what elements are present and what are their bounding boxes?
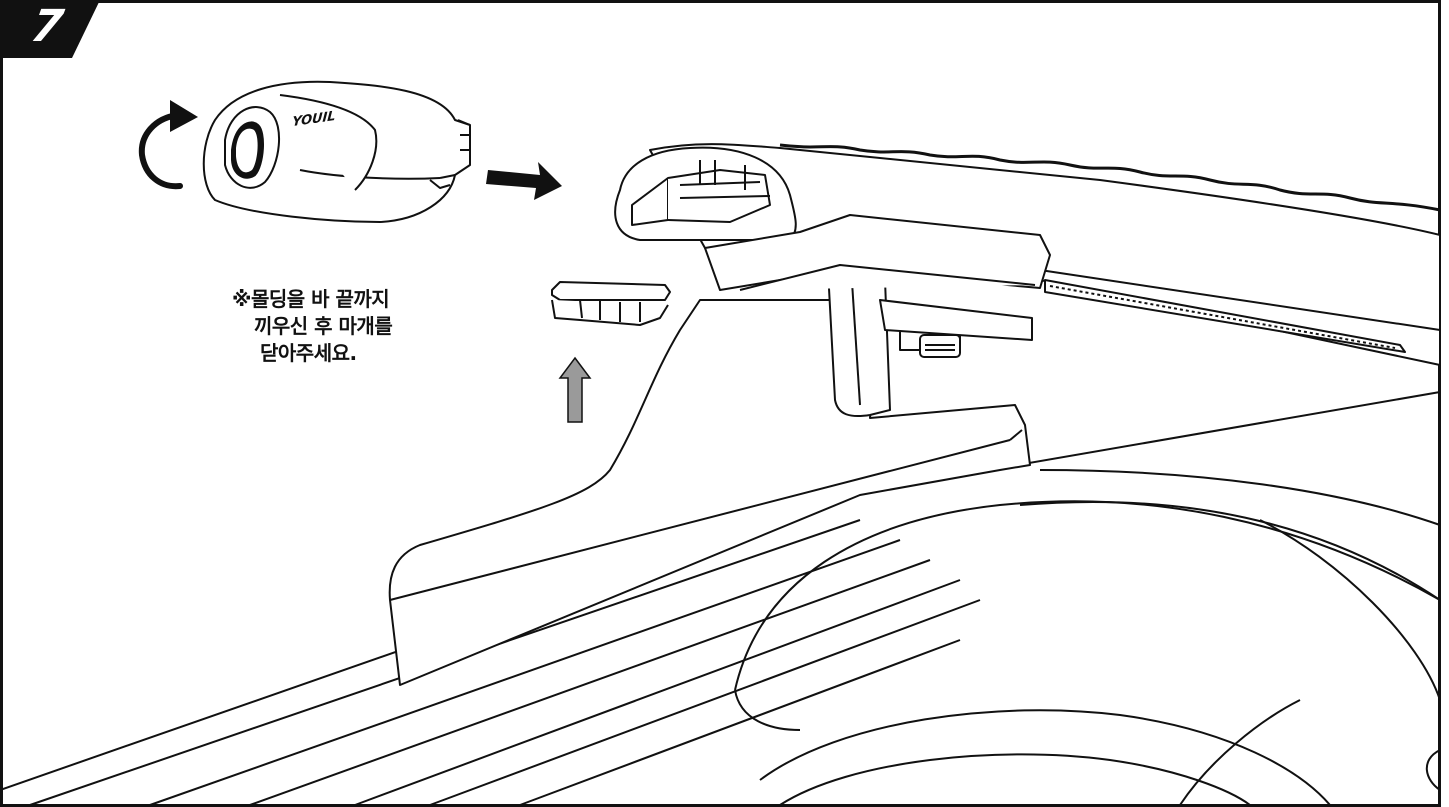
instruction-note: ※몰딩을 바 끝까지 끼우신 후 마개를 닫아주세요. (232, 286, 492, 367)
end-cap (202, 80, 471, 223)
arrow-up-icon (558, 356, 592, 423)
step-badge (0, 0, 100, 58)
note-line-3: 닫아주세요. (260, 341, 357, 365)
rotate-clockwise-icon (138, 100, 198, 190)
bar-top-edge (779, 143, 1441, 212)
arrow-right-icon (486, 162, 562, 200)
note-line-1: ※몰딩을 바 끝까지 (232, 287, 390, 311)
molding-strip (551, 281, 671, 326)
crossbar (614, 143, 1441, 366)
rail-foot (388, 269, 1031, 686)
step-number: 7 (27, 1, 67, 52)
note-line-2: 끼우신 후 마개를 (254, 314, 393, 338)
